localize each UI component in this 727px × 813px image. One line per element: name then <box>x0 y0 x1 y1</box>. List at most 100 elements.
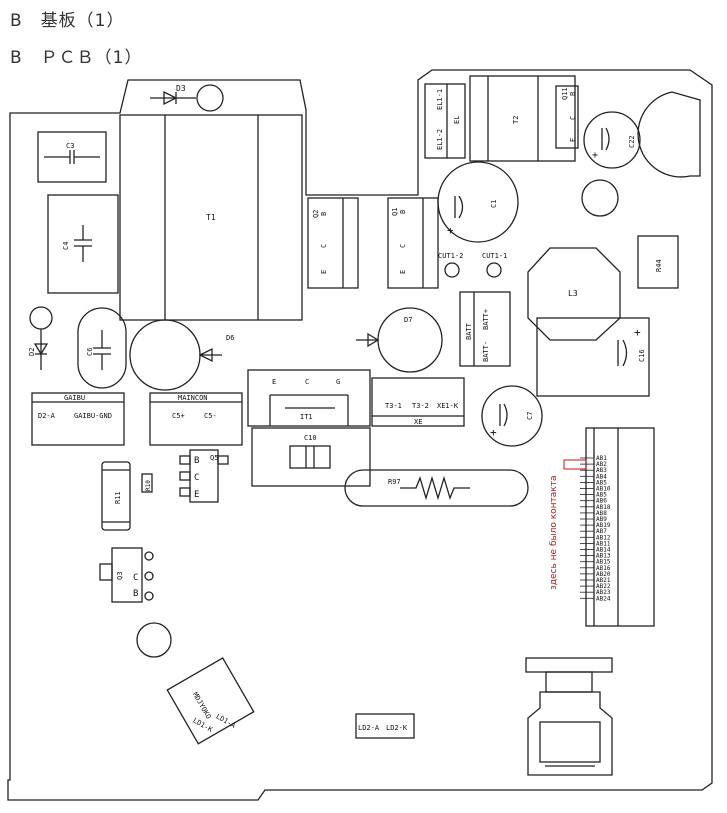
label-maincon: MAINCON <box>178 394 208 402</box>
jack-connector <box>525 657 613 776</box>
fpc-pin-label: AB10 <box>596 486 611 493</box>
annotation-group: здесь не было контакта <box>549 459 587 591</box>
c22-plus: + <box>592 150 598 161</box>
t1-transformer: T1 <box>119 114 303 321</box>
label-d2: D2 <box>28 348 36 356</box>
label-c4: C4 <box>62 242 70 250</box>
label-q5-b: B <box>194 456 199 466</box>
label-gaibu-gnd: GAIBU-GND <box>74 412 112 420</box>
label-d2-a: D2-A <box>38 412 56 420</box>
fpc-pin-label: AB3 <box>596 467 607 474</box>
label-q5: Q5 <box>210 454 218 462</box>
page-title-english: B ＰＣＢ（1） <box>10 48 143 68</box>
fpc-pin-label: AB23 <box>596 589 611 596</box>
label-q11-b: B <box>569 92 577 96</box>
label-gaibu: GAIBU <box>64 394 85 402</box>
fpc-pin-label: AB7 <box>596 528 607 535</box>
label-r97: R97 <box>388 478 401 486</box>
label-t2: T2 <box>512 116 520 124</box>
r10-resistor: R10 <box>141 473 153 493</box>
label-cut1-1: CUT1-1 <box>482 252 507 260</box>
label-q11-e: E <box>569 138 577 142</box>
fpc-pin-label: AB20 <box>596 571 611 578</box>
label-q5-e: E <box>194 490 199 500</box>
gaibu-connector: GAIBU D2-A GAIBU-GND <box>31 392 125 446</box>
label-xe1-k: XE1-K <box>437 402 459 410</box>
label-t3-1: T3-1 <box>385 402 402 410</box>
fpc-pin-label: AB19 <box>596 522 611 529</box>
fpc-pin-label: AB5 <box>596 492 607 499</box>
label-q11: Q11 <box>561 87 569 100</box>
mounting-hole-bottom-left <box>136 622 172 658</box>
annotation-note: здесь не было контакта <box>549 476 559 591</box>
label-c5-plus: C5+ <box>172 412 185 420</box>
label-el1-2: EL1-2 <box>436 129 444 150</box>
q1-transistor: Q1 B C E <box>387 197 439 289</box>
ld2-led: LD2-A LD2-K <box>355 713 415 739</box>
mounting-hole-top-right <box>637 91 701 178</box>
xe-connector: T3-1 T3-2 XE1-K XE <box>371 377 465 427</box>
r11-resistor: R11 <box>101 461 131 531</box>
d7-diode: D7 <box>356 307 443 373</box>
label-c5-minus: C5- <box>204 412 217 420</box>
mounting-hole-right <box>581 179 619 217</box>
d3-diode: D3 <box>150 84 224 112</box>
label-r11: R11 <box>114 491 122 504</box>
label-ld2-a: LD2-A <box>358 724 380 732</box>
fpc-pins: AB1AB2AB3AB4AB5AB10AB5AB6AB18AB8AB9AB19A… <box>580 455 611 602</box>
fpc-pin-label: AB22 <box>596 583 611 590</box>
label-c7: C7 <box>526 412 534 420</box>
label-ld2-k: LD2-K <box>386 724 408 732</box>
page-title-japanese: B 基板（1） <box>10 11 125 31</box>
label-q3: Q3 <box>116 572 124 580</box>
fpc-connector: AB1AB2AB3AB4AB5AB10AB5AB6AB18AB8AB9AB19A… <box>580 427 655 627</box>
label-c1: C1 <box>490 200 498 208</box>
label-xe: XE <box>414 418 422 426</box>
board-outline <box>7 69 713 801</box>
fpc-pin-label: AB24 <box>596 595 611 602</box>
label-d3: D3 <box>176 84 186 93</box>
fpc-pin-label: AB18 <box>596 504 611 511</box>
label-q5-c: C <box>194 473 199 483</box>
q3-transistor: Q3 C B <box>99 547 154 603</box>
r97-resistor: R97 <box>344 469 529 507</box>
label-d6: D6 <box>226 334 234 342</box>
label-q3-c: C <box>133 573 138 583</box>
label-it1: IT1 <box>300 413 313 421</box>
fpc-pin-label: AB5 <box>596 479 607 486</box>
label-el: EL <box>453 116 461 124</box>
c16-capacitor: + C16 <box>536 317 650 397</box>
label-cut1-2: CUT1-2 <box>438 252 463 260</box>
c4-capacitor: C4 <box>47 194 119 294</box>
label-q2-b: B <box>320 212 328 216</box>
fpc-pin-label: AB6 <box>596 498 607 505</box>
batt-connector: BATT BATT- BATT+ <box>459 291 511 367</box>
label-q1-e: E <box>399 270 407 274</box>
label-c10: C10 <box>304 434 317 442</box>
label-d7: D7 <box>404 316 412 324</box>
label-c16: C16 <box>638 349 646 362</box>
label-it1-c: C <box>305 378 309 386</box>
fpc-pin-label: AB21 <box>596 577 611 584</box>
maincon-connector: MAINCON C5+ C5- <box>149 392 243 446</box>
c3-capacitor: C3 <box>37 131 107 183</box>
label-it1-g: G <box>336 378 340 386</box>
fpc-pin-label: AB2 <box>596 461 607 468</box>
cut-points: CUT1-2 CUT1-1 <box>438 252 507 278</box>
label-c6: C6 <box>86 348 94 356</box>
label-q2-c: C <box>320 244 328 248</box>
fpc-pin-label: AB12 <box>596 534 611 541</box>
label-r44: R44 <box>655 259 663 272</box>
ld1-led: MDJYOKO LD1-K LD1-A <box>166 657 255 745</box>
it1-transistor: E C G IT1 <box>247 369 371 427</box>
label-batt: BATT <box>465 322 473 340</box>
el-connector: EL1-1 EL1-2 EL <box>424 83 466 159</box>
label-q2: Q2 <box>312 210 320 218</box>
fpc-pin-label: AB15 <box>596 559 611 566</box>
label-el1-1: EL1-1 <box>436 89 444 110</box>
label-l3: L3 <box>568 289 578 298</box>
label-batt-plus: BATT+ <box>482 309 490 330</box>
label-r10: R10 <box>145 480 152 491</box>
fpc-pin-label: AB4 <box>596 473 607 480</box>
